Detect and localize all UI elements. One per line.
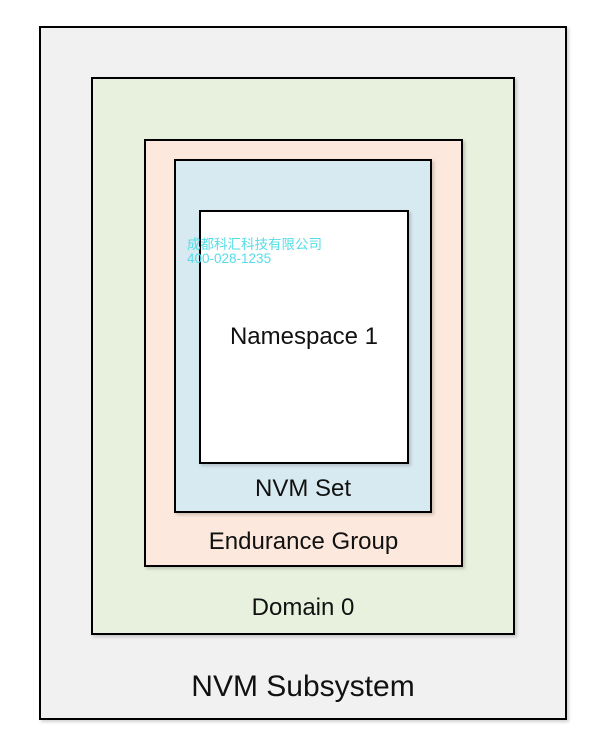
nvm-subsystem-label: NVM Subsystem bbox=[191, 670, 415, 703]
domain-0-label: Domain 0 bbox=[251, 594, 355, 621]
endurance-group-label: Endurance Group bbox=[208, 528, 399, 555]
endurance-group-box: Namespace 1 NVM Set Endurance Group bbox=[144, 139, 463, 567]
namespace-1-label: Namespace 1 bbox=[229, 323, 379, 350]
domain-0-box: Namespace 1 NVM Set Endurance Group Doma… bbox=[91, 77, 515, 635]
nvm-set-label: NVM Set bbox=[254, 475, 352, 502]
nvm-set-box: Namespace 1 NVM Set bbox=[174, 159, 432, 513]
namespace-1-box: Namespace 1 bbox=[199, 210, 409, 464]
nvm-subsystem-box: Namespace 1 NVM Set Endurance Group Doma… bbox=[39, 26, 567, 720]
